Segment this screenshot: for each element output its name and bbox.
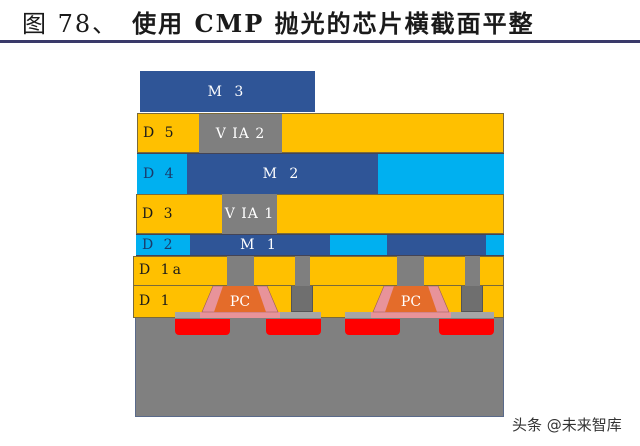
metal-m1: M 1 — [190, 235, 330, 255]
source-drain-4 — [439, 319, 494, 335]
source-drain-2 — [266, 319, 321, 335]
figure-number: 图 78、 — [22, 10, 119, 38]
via-1: V IA 1 — [222, 194, 277, 234]
watermark: 头条 @未来智库 — [512, 416, 622, 434]
label-d1a: D 1a — [139, 262, 184, 278]
layer-d5 — [137, 113, 504, 153]
label-d2: D 2 — [142, 237, 176, 253]
label-d5: D 5 — [143, 125, 177, 141]
gate-left-icon — [200, 285, 280, 318]
contact-via-2 — [461, 285, 483, 312]
contact-via-1 — [291, 285, 313, 312]
source-drain-1 — [175, 319, 230, 335]
via-d1a-4 — [465, 256, 480, 286]
layer-d3 — [136, 194, 504, 234]
via-d1a-2 — [295, 256, 310, 286]
label-pc-left: PC — [229, 294, 251, 310]
figure-caption: 使用 CMP 抛光的芯片横截面平整 — [132, 9, 535, 38]
source-drain-3 — [345, 319, 400, 335]
label-d1: D 1 — [139, 292, 173, 309]
figure-title: 图 78、使用 CMP 抛光的芯片横截面平整 — [22, 4, 535, 39]
via-d1a-3 — [397, 256, 424, 286]
title-rule — [0, 40, 640, 43]
metal-m3: M 3 — [140, 71, 315, 112]
via-2: V IA 2 — [199, 114, 282, 153]
label-pc-right: PC — [400, 294, 422, 310]
label-d3: D 3 — [142, 206, 176, 222]
label-d4: D 4 — [143, 165, 177, 182]
gate-right-icon — [371, 285, 451, 318]
layer-d1a — [133, 256, 504, 286]
metal-m2: M 2 — [187, 154, 378, 194]
metal-m1-right — [387, 235, 486, 255]
via-d1a-1 — [227, 256, 254, 286]
